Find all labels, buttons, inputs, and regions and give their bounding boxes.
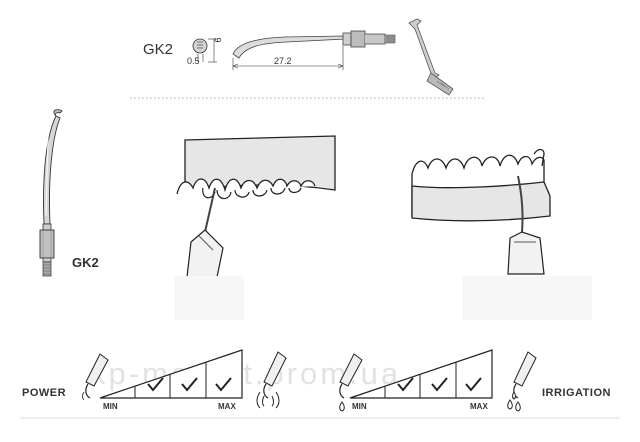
irrigation-title: IRRIGATION xyxy=(542,387,611,399)
tip-photo xyxy=(408,18,454,96)
water-drop-icon xyxy=(339,353,363,412)
water-drops-icon xyxy=(507,351,537,412)
upper-teeth-illustration xyxy=(176,135,336,278)
irrigation-max-label: MAX xyxy=(470,402,488,411)
model-label: GK2 xyxy=(143,41,174,58)
power-title: POWER xyxy=(22,387,67,399)
power-min-label: MIN xyxy=(103,402,118,411)
check-icon xyxy=(431,377,448,392)
power-scale-triangle xyxy=(99,349,243,399)
dimension-length-label: 27.2 xyxy=(274,56,292,66)
shading-box-left xyxy=(174,276,244,320)
irrigation-min-label: MIN xyxy=(352,402,367,411)
side-model-label: GK2 xyxy=(72,255,99,270)
check-icon xyxy=(465,377,482,392)
power-min-tip-icon xyxy=(82,353,109,401)
irrigation-scale-triangle xyxy=(349,349,493,399)
check-icon xyxy=(147,377,164,392)
separator-dotted-line xyxy=(130,97,485,99)
bottom-divider xyxy=(20,417,620,419)
power-max-label: MAX xyxy=(218,402,236,411)
check-icon xyxy=(397,377,414,392)
shading-box-right xyxy=(462,276,592,320)
dimension-height-label: 9 xyxy=(212,37,223,43)
dimension-width-label: 0.5 xyxy=(187,56,200,66)
vibration-icon xyxy=(256,351,287,409)
check-icon xyxy=(215,377,232,392)
check-icon xyxy=(181,377,198,392)
lower-teeth-illustration xyxy=(411,148,551,275)
scaler-tip-icon xyxy=(39,109,63,277)
tip-profile-diagram xyxy=(232,30,396,70)
tip-end-detail-diagram xyxy=(192,38,217,63)
